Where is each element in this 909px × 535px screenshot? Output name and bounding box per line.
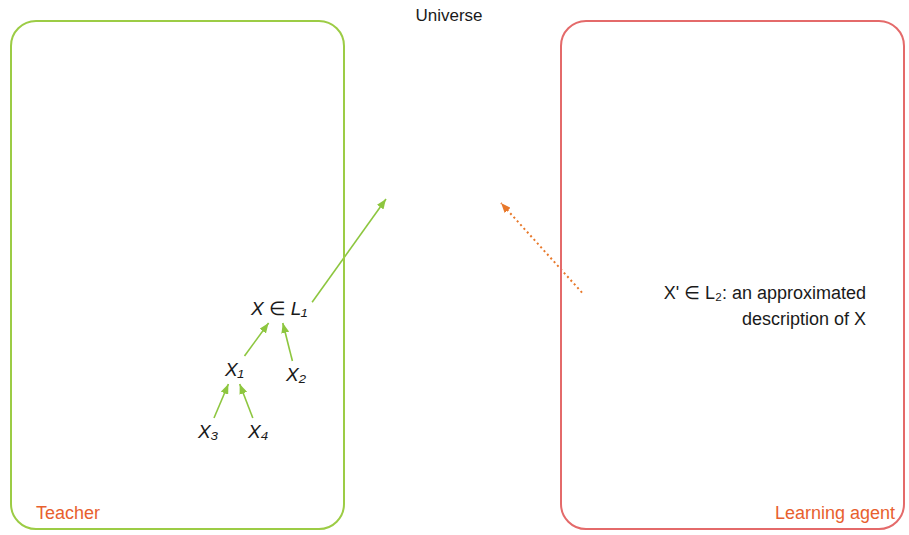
universe-hexagon: Universe bbox=[293, 0, 605, 270]
description-text: X' ∈ L₂: an approximated description of … bbox=[586, 280, 866, 332]
tree-node: X₂ bbox=[283, 363, 309, 387]
teacher-shapes bbox=[62, 95, 190, 250]
tree-label: X₂ bbox=[286, 364, 306, 386]
learner-panel: Learning agent X' ∈ L₂: an approximated d… bbox=[560, 20, 905, 530]
picture-frame bbox=[697, 57, 888, 268]
teacher-figure bbox=[22, 290, 168, 472]
learner-robot bbox=[578, 364, 726, 500]
arrow-connector bbox=[245, 323, 269, 356]
description-note: X' ∈ L₂: an approximated description of … bbox=[584, 278, 868, 334]
tree-node: X ∈ L₁ bbox=[248, 296, 310, 321]
universe-title: Universe bbox=[415, 6, 482, 26]
panel-title: Teacher bbox=[36, 503, 100, 524]
tree-label: X₃ bbox=[198, 421, 218, 443]
learner-shapes bbox=[734, 94, 848, 232]
picture-frame bbox=[28, 67, 212, 262]
arrow-connector bbox=[214, 384, 228, 418]
arrow-connector bbox=[501, 203, 582, 293]
tree-label: X ∈ L₁ bbox=[251, 297, 307, 320]
tree-label: X₁ bbox=[225, 359, 244, 381]
panel-title: Learning agent bbox=[775, 503, 895, 524]
arrow-connector bbox=[312, 199, 386, 302]
universe-figure bbox=[350, 72, 535, 240]
tree-node: X₁ bbox=[222, 358, 247, 382]
arrow-connector bbox=[240, 384, 253, 418]
hexagon-outline bbox=[293, 0, 605, 270]
arrow-connector bbox=[283, 323, 293, 361]
tree-label: X₄ bbox=[248, 421, 268, 443]
teacher-panel: Teacher X ∈ L₁ X₁ X₂ X₃ X₄ bbox=[10, 20, 345, 530]
tree-node: X₃ bbox=[195, 420, 221, 444]
tree-node: X₄ bbox=[245, 420, 271, 444]
learner-face bbox=[782, 385, 858, 492]
